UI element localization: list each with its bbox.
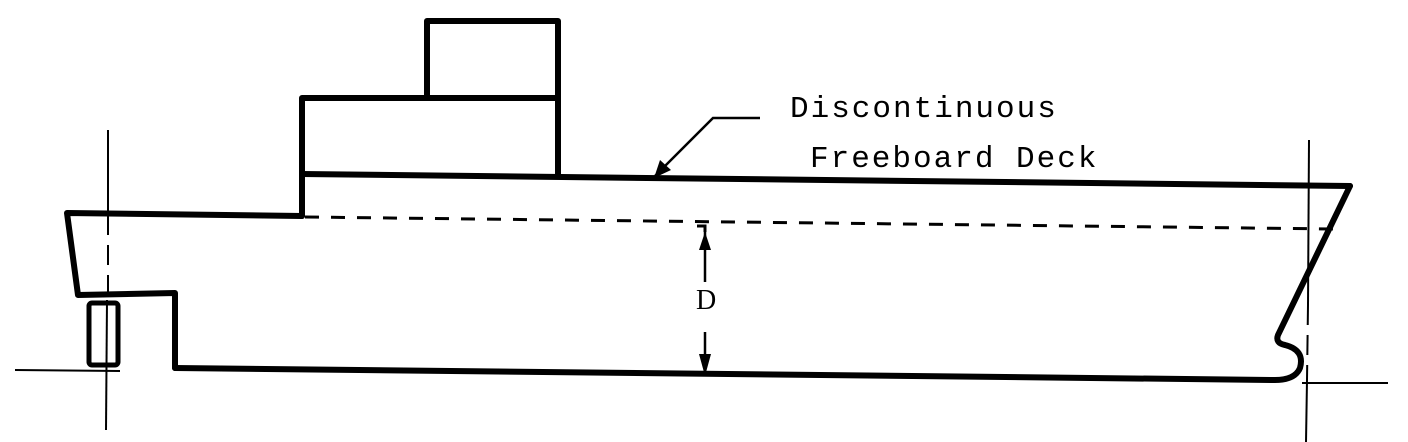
dimension-tick-top — [697, 224, 707, 232]
upper-deckhouse — [424, 18, 561, 101]
depth-dimension-label: D — [696, 285, 717, 317]
lower-deckhouse — [299, 95, 561, 219]
callout-label-line2: Freeboard Deck — [810, 142, 1099, 177]
arrow-down-icon — [699, 354, 711, 376]
callout-arrow-icon — [654, 160, 671, 178]
rudder — [86, 300, 121, 368]
freeboard-deck-line — [299, 171, 1353, 189]
hull-bottom-and-bow — [172, 183, 1353, 383]
stern-outline — [64, 210, 305, 371]
dashed-deck-line — [304, 215, 1336, 231]
arrow-up-icon — [699, 232, 711, 250]
fwd-perpendicular-upper — [1307, 139, 1310, 306]
fwd-perpendicular-lower — [1305, 379, 1308, 442]
fwd-perpendicular-dashed — [1306, 304, 1309, 381]
aft-perpendicular-lower — [105, 299, 108, 431]
callout-leader — [654, 116, 760, 177]
baseline-aft — [14, 369, 121, 372]
callout-label-line1: Discontinuous — [790, 92, 1058, 127]
